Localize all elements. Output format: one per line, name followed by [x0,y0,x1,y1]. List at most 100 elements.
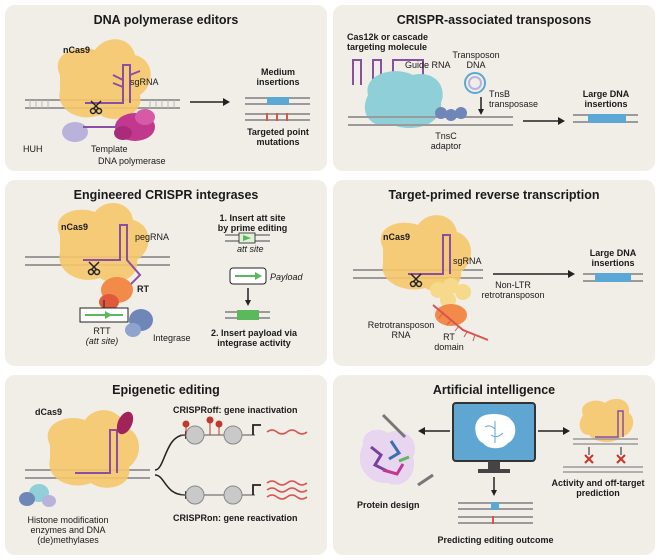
large-line1: Large DNA [582,89,630,99]
nonltr-label: Non-LTR retrotransposon [473,280,553,300]
branch-arrow-up [154,434,186,471]
dcas9-label: dCas9 [35,407,63,417]
payload-plasmid [229,267,267,285]
large-line1: Large DNA [589,248,637,258]
activity-prediction-label: Activity and off-target prediction [543,478,653,498]
scissors-icon [87,261,101,276]
monitor-brain-icon [452,402,536,473]
large-insertion-dna [583,273,643,282]
off-target-marks [563,447,643,473]
cas12k-protein [364,71,443,129]
cas12k-label: Cas12k or cascade targeting molecule [347,32,428,52]
promoter-arrow-icon [252,424,261,435]
step1-label: 1. Insert att site by prime editing [205,213,300,233]
large-line2: insertions [584,99,628,109]
integrated-dna [225,310,270,320]
pegrna [83,224,142,291]
targeted-mutations-label: Targeted point mutations [233,127,323,147]
histone-line3: (de)methylases [37,535,99,545]
pen-tool [381,413,407,439]
histone-line2: enzymes and DNA [30,525,106,535]
nonltr-line2: retrotransposon [481,290,545,300]
ai-illustration [359,398,643,524]
cas9-protein [380,215,472,292]
retrotransposon-protein [430,278,471,308]
histone-enzymes [19,484,56,507]
targeted-line2: mutations [256,137,300,147]
epigenetic-illustration [19,410,308,507]
silent-transcript [266,429,308,435]
crisproff-label: CRISPRoff: gene inactivation [173,405,298,415]
huh-protein [62,122,88,142]
template-label: Template [91,144,128,154]
medium-line1: Medium [260,67,295,77]
panel-dna-polymerase-editors: DNA polymerase editors [5,5,327,171]
step2-line2: integrase activity [217,338,291,348]
point-mutation-dna [245,113,310,121]
medium-line2: insertions [256,77,300,87]
transposon-dna-loop [464,72,486,94]
methyl-mark-icon [182,416,223,435]
crispron-chromatin [180,480,308,505]
att-site-label: att site [237,244,264,254]
active-transcripts [266,480,308,500]
sgrna-label: sgRNA [453,256,482,266]
sgrna [408,234,451,275]
protein-icon [359,429,415,485]
panel-title: Target-primed reverse transcription [388,188,600,202]
panel-title: Epigenetic editing [112,383,220,397]
rt-domain [435,304,467,326]
guide-rna-label: Guide RNA [405,60,451,70]
rtt-label: RTT (att site) [77,326,127,346]
ncas9-label: nCas9 [61,222,89,232]
retro-line1: Retrotransposon [367,320,435,330]
crisproff-chromatin [180,416,308,445]
histone-line1: Histone modification [27,515,109,525]
transposon-line2: DNA [466,60,486,70]
panel-title: DNA polymerase editors [93,13,239,27]
pegrna-label: pegRNA [135,232,170,242]
retro-rna-label: Retrotransposon RNA [361,320,441,340]
tnsb-line2: transposase [489,99,539,109]
payload-label: Payload [270,272,303,282]
tnsc-label: TnsC adaptor [421,131,471,151]
histone-label: Histone modification enzymes and DNA (de… [13,515,123,545]
predicting-outcome-label: Predicting editing outcome [437,535,554,545]
cas12k-line2: targeting molecule [347,42,428,52]
att-site-paren: (att site) [85,336,119,346]
rt-domain-label: RT domain [429,332,469,352]
ncas9-label: nCas9 [383,232,411,242]
medium-insertions-label: Medium insertions [243,67,313,87]
nucleosome-icon [223,485,243,505]
panel-title: Engineered CRISPR integrases [73,188,259,202]
methylase-magenta [116,411,134,435]
dna-polymerase-label: DNA polymerase [98,156,166,166]
panel-title: CRISPR-associated transposons [396,13,592,27]
rt-enzyme [99,277,133,310]
integrase-label: Integrase [153,333,191,343]
transposon-line1: Transposon [452,50,500,60]
rt-label: RT [137,284,149,294]
tnsc-line2: adaptor [430,141,462,151]
sgrna-label: sgRNA [130,77,159,87]
rt-line2: domain [434,342,464,352]
huh-label: HUH [23,144,43,154]
panel-crispr-transposons: CRISPR-associated transposons Cas12 [333,5,655,171]
large-line2: insertions [591,258,635,268]
cas9-protein [57,39,151,119]
large-insertions-label: Large DNA insertions [578,248,648,268]
nucleosome-icon [185,485,205,505]
rt-line1: RT [443,332,455,342]
panel-epigenetic-editing: Epigenetic editing [5,375,327,555]
pen-tool-2 [417,473,434,487]
medium-insertion-dna [245,97,310,105]
promoter-arrow-icon [252,484,261,495]
nucleosome-icon [223,425,243,445]
scissors-icon [409,273,423,288]
att-site-dna [225,232,270,244]
panel-title: Artificial intelligence [432,383,556,397]
tprt-illustration [353,215,643,342]
sgrna [75,429,118,474]
scissors-icon [89,100,103,115]
large-insertion-dna [573,114,638,123]
